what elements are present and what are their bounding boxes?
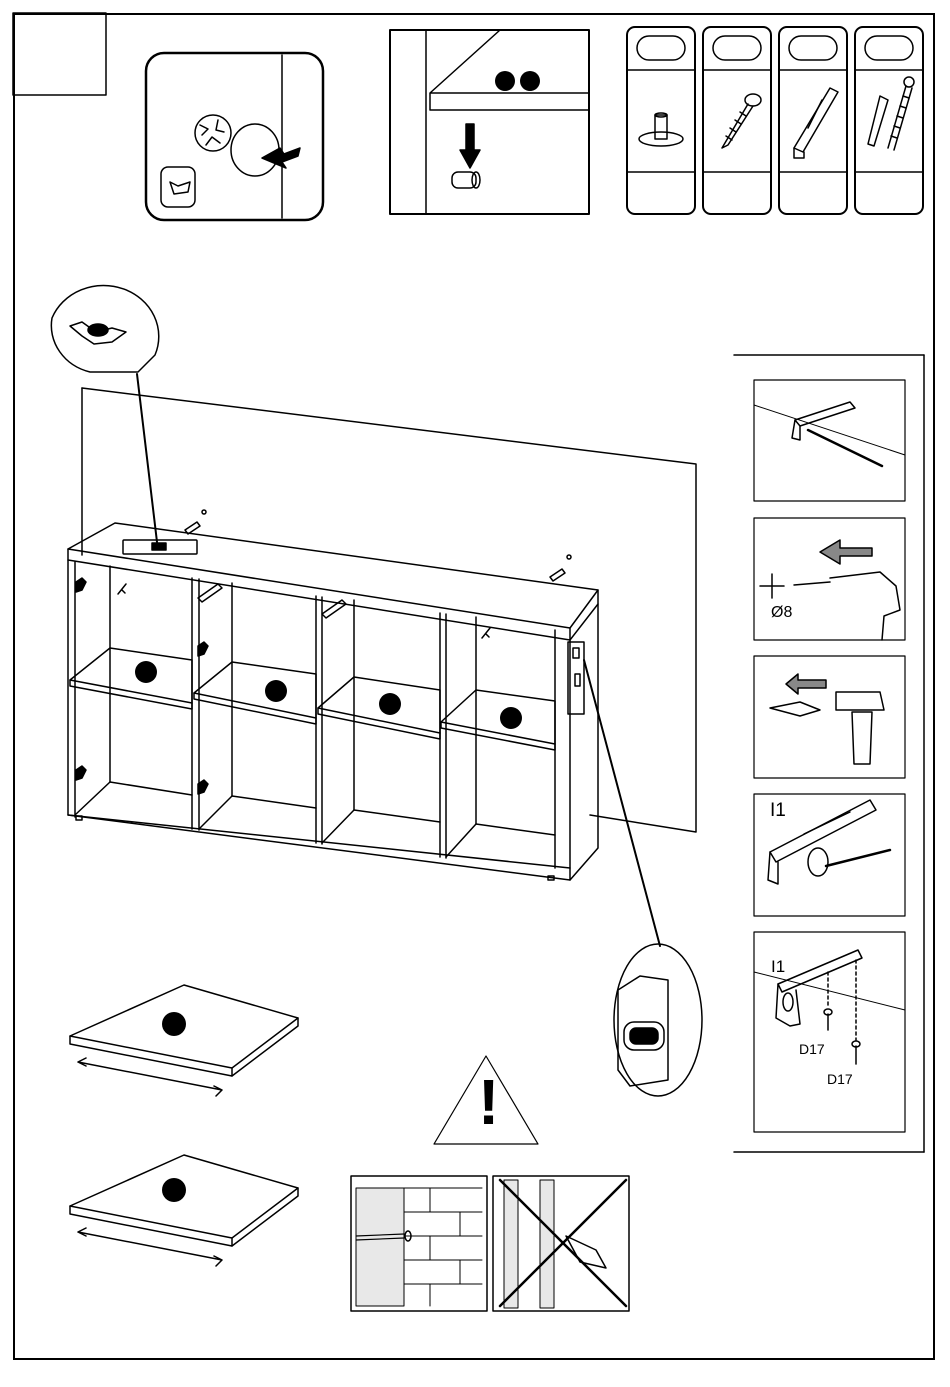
hardware-card-cam-dowel — [627, 27, 695, 214]
screw-code-label-2: D17 — [827, 1071, 853, 1087]
solid-wall-ok — [351, 1176, 487, 1311]
hardware-card-wall-plug — [855, 27, 923, 214]
step-hammer-plug — [754, 656, 905, 778]
wall-fixing-panel — [734, 355, 924, 1152]
level-magnifier — [51, 285, 158, 542]
hardware-card-wood-screw — [703, 27, 771, 214]
step-mark-wall — [754, 380, 905, 501]
hardware-card-l-bracket — [779, 27, 847, 214]
bracket-code-label-2: I1 — [771, 957, 785, 977]
sideboard — [68, 510, 598, 880]
wall-panel — [82, 388, 696, 832]
shelf-1 — [70, 985, 298, 1096]
shelf-2 — [70, 1155, 298, 1266]
hollow-wall-not-ok — [493, 1176, 629, 1311]
shelf-pin-detail — [390, 30, 589, 214]
screw-code-label: D17 — [799, 1041, 825, 1057]
warning-exclamation: ! — [478, 1070, 499, 1134]
cam-lock-detail — [146, 53, 323, 220]
step-number-box — [13, 13, 106, 95]
drill-diameter-label: Ø8 — [771, 604, 792, 622]
bracket-code-label: I1 — [770, 800, 786, 822]
vertical-level-magnifier — [584, 660, 702, 1096]
